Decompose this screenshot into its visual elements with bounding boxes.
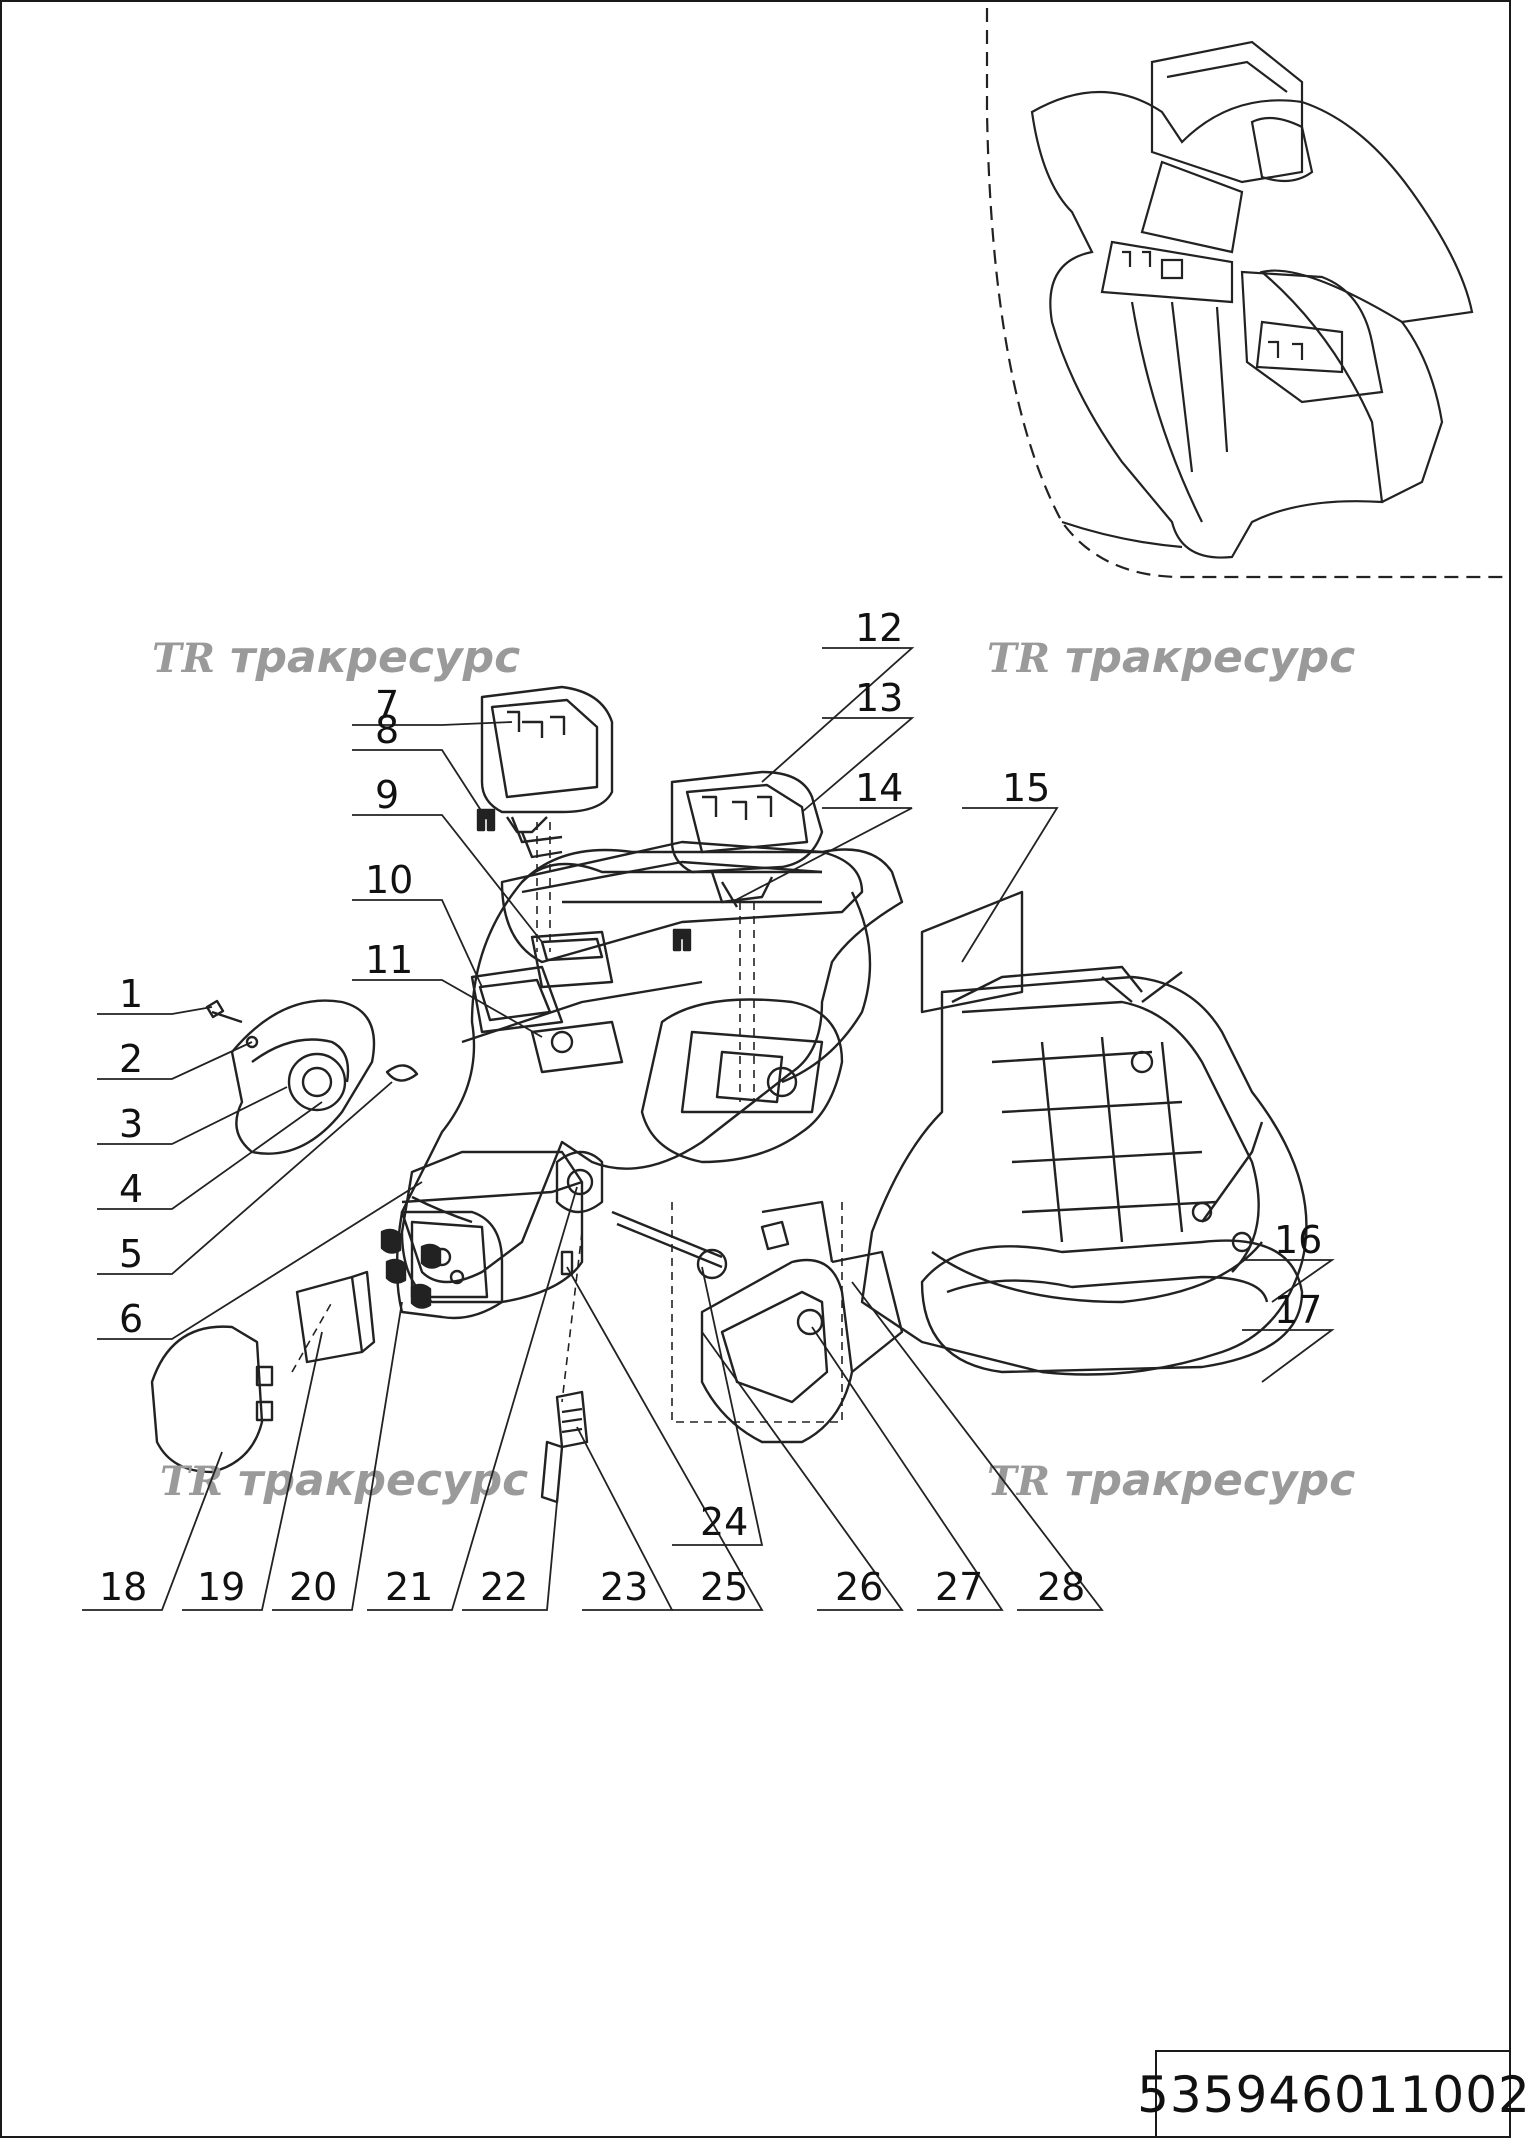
- callout-8: 8: [375, 708, 399, 752]
- callout-11: 11: [365, 938, 413, 982]
- callout-numbers: 1 2 3 4 5 6 7 8 9 10 11 12 13 14 15 16 1…: [99, 606, 1322, 1609]
- watermark-logo: TR: [987, 635, 1050, 682]
- washer-2: [245, 1035, 259, 1049]
- callout-22: 22: [480, 1565, 528, 1609]
- callout-27: 27: [935, 1565, 983, 1609]
- button-block-11: [530, 1020, 624, 1074]
- callout-7: 7: [375, 683, 399, 727]
- callout-15: 15: [1002, 766, 1050, 810]
- console-body: [400, 848, 904, 1284]
- watermark-text: тракресурс: [230, 632, 520, 683]
- spring-5: [385, 1064, 419, 1082]
- callout-17: 17: [1274, 1288, 1322, 1332]
- watermark-top-left: TR тракресурс: [152, 632, 520, 683]
- button-block-9: [530, 930, 614, 989]
- watermark-logo: TR: [152, 635, 215, 682]
- callout-23: 23: [600, 1565, 648, 1609]
- inset-seat-outline: [1030, 91, 1474, 559]
- watermark-bottom-left: TR тракресурс: [160, 1455, 528, 1506]
- button-block-10: [470, 965, 564, 1034]
- callout-20: 20: [289, 1565, 337, 1609]
- callout-12: 12: [855, 606, 903, 650]
- screw-1: [205, 999, 243, 1024]
- callout-9: 9: [375, 773, 399, 817]
- callout-4: 4: [119, 1167, 143, 1211]
- watermark-top-right: TR тракресурс: [987, 632, 1355, 683]
- armrest-pad: [920, 1239, 1304, 1374]
- armrest-bracket: [700, 1258, 854, 1444]
- watermark-text: тракресурс: [1065, 632, 1355, 683]
- cover-18: [150, 1325, 264, 1474]
- main-assembly: [150, 685, 1308, 1504]
- screw-25: [560, 1250, 574, 1276]
- joystick-block-12: [670, 770, 824, 874]
- watermark-text: тракресурс: [1065, 1455, 1355, 1506]
- callout-10: 10: [365, 858, 413, 902]
- callout-19: 19: [197, 1565, 245, 1609]
- callout-2: 2: [119, 1037, 143, 1081]
- bracket-19: [295, 1275, 364, 1364]
- shaft-24: [611, 1210, 723, 1269]
- callout-5: 5: [119, 1232, 143, 1276]
- pivot-ring-21: [555, 1150, 604, 1214]
- plate-15: [920, 890, 1024, 1014]
- callout-leaders: [82, 647, 1335, 1611]
- callout-25: 25: [700, 1565, 748, 1609]
- callout-1: 1: [119, 972, 143, 1016]
- watermark-logo: TR: [987, 1458, 1050, 1505]
- assembly-guide-lines: [291, 822, 843, 1423]
- inset-detail-view: [985, 8, 1507, 579]
- callout-14: 14: [855, 766, 903, 810]
- drawing-number: 535946011002: [1137, 2066, 1531, 2124]
- upper-panel: [500, 840, 864, 964]
- console-tunnel: [640, 998, 844, 1164]
- callout-6: 6: [119, 1297, 143, 1341]
- callout-3: 3: [119, 1102, 143, 1146]
- armrest-frame: [860, 975, 1308, 1376]
- callout-21: 21: [385, 1565, 433, 1609]
- clip-14: [672, 928, 692, 952]
- callout-16: 16: [1274, 1218, 1322, 1262]
- callout-13: 13: [855, 676, 903, 720]
- callout-18: 18: [99, 1565, 147, 1609]
- pin-22: [555, 1390, 589, 1449]
- callout-26: 26: [835, 1565, 883, 1609]
- watermark-bottom-right: TR тракресурс: [987, 1455, 1355, 1506]
- drawing-number-box: 535946011002: [1137, 2050, 1530, 2138]
- callout-24: 24: [700, 1500, 748, 1544]
- clip-8: [476, 808, 496, 832]
- knob-housing-3: [230, 999, 376, 1155]
- inset-boundary: [985, 8, 1507, 579]
- callout-28: 28: [1037, 1565, 1085, 1609]
- watermark-logo: TR: [160, 1458, 223, 1505]
- knob-cluster: [380, 1228, 442, 1309]
- joystick-block-7: [480, 685, 614, 814]
